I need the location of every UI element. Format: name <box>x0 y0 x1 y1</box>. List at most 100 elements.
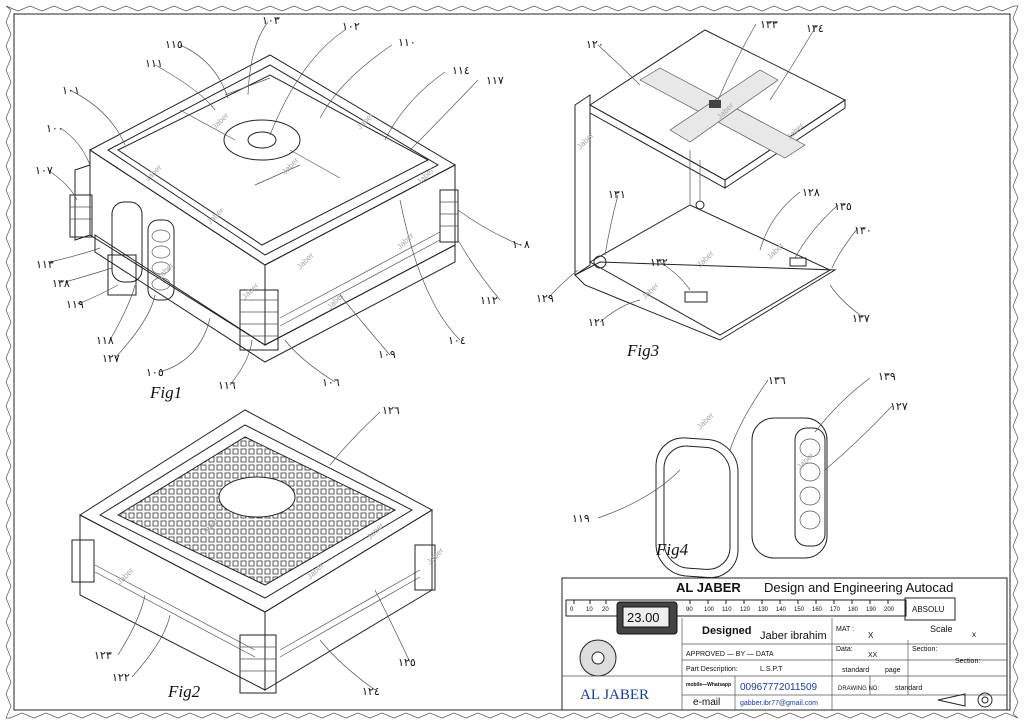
fig2-ref-label: ١٢٥ <box>398 656 416 669</box>
fig3-ref-label: ١٢٩ <box>536 292 554 305</box>
fig1-ref-label: ١١٢ <box>480 294 498 307</box>
fig3-ref-label: ١٣٧ <box>852 312 870 325</box>
fig1-ref-label: ١٠٦ <box>322 376 340 389</box>
fig3-ref-label: ١٣١ <box>608 188 626 201</box>
caliper-tick-label: 180 <box>848 607 859 613</box>
tb-designer-name: Jaber ibrahim <box>760 630 827 642</box>
watermark-text: Jaber <box>355 111 376 132</box>
fig1-ref-label: ١١٧ <box>486 74 504 87</box>
fig1-ref-label: ١٠٥ <box>146 366 164 379</box>
caliper-tick-label: 190 <box>866 607 877 613</box>
caliper-tick-label: 130 <box>758 607 769 613</box>
fig1-ref-label: ١٠٧ <box>35 164 53 177</box>
watermark-text: Jaber <box>240 281 261 302</box>
fig3-ref-label: ١٣٢ <box>650 256 668 269</box>
title-block: AL JABER Design and Engineering Autocad … <box>561 577 1008 711</box>
tb-data-label: Data: <box>836 646 853 653</box>
tb-company-title: AL JABER <box>676 580 741 595</box>
watermark-text: Jaber <box>575 131 596 152</box>
fig1-caption: Fig1 <box>149 383 182 402</box>
caliper-tick-label: 110 <box>722 607 732 613</box>
fig2-ref-label: ١٢٣ <box>94 649 112 662</box>
watermark-text: Jaber <box>210 111 231 132</box>
fig3-ref-label: ١٢٠ <box>586 38 604 51</box>
caliper-tick-label: 90 <box>686 607 693 613</box>
caliper-display: 23.00 <box>627 610 660 625</box>
tb-mobile-value: 00967772011509 <box>740 682 818 693</box>
tb-email-label: e-mail <box>693 697 720 708</box>
leader-lines <box>47 21 893 691</box>
inner-frame <box>13 13 1011 711</box>
fig3-ref-label: ١٣٤ <box>806 22 824 35</box>
caliper-tick-label: 100 <box>704 607 715 613</box>
fig3-caption: Fig3 <box>626 341 659 360</box>
caliper-brand: ABSOLU <box>912 605 945 614</box>
tb-part-desc-label: Part Description: <box>686 666 738 673</box>
watermark-text: Jaber <box>155 261 176 282</box>
fig4-ref-label: ١٢٧ <box>890 400 908 413</box>
tb-title-rest: Design and Engineering Autocad <box>764 580 953 595</box>
fig1-ref-label: ١١٦ <box>218 379 236 392</box>
tb-section-label: Section: <box>912 646 937 653</box>
tb-drawing-no-label: DRAWING NO: <box>838 686 879 692</box>
fig2-ref-label: ١٢٢ <box>112 671 130 684</box>
fig1-ref-label: ١١٠ <box>398 36 416 49</box>
watermark-text: Jaber <box>295 251 316 272</box>
tb-standard-label: standard <box>842 667 869 674</box>
fig1-drawing <box>69 54 459 363</box>
watermark-text: Jaber <box>765 241 786 262</box>
fig2-ref-label: ١٢٤ <box>362 685 380 698</box>
fig1-ref-label: ١١٨ <box>96 334 114 347</box>
fig4-ref-label: ١٣٩ <box>878 370 896 383</box>
fig2-drawing <box>71 409 436 694</box>
fig1-ref-label: ١٠٢ <box>342 20 360 33</box>
watermark-text: Jaber <box>695 411 716 432</box>
fig3-ref-label: ١٣٣ <box>760 18 778 31</box>
fig1-ref-label: ١٠٠ <box>46 122 64 135</box>
watermark-text: Jaber <box>415 166 436 187</box>
caliper-tick-label: 20 <box>602 607 609 613</box>
caliper-tick-label: 10 <box>586 607 593 613</box>
tb-data-value: XX <box>868 652 878 659</box>
fig1-ref-label: ١١٩ <box>66 298 84 311</box>
watermark-text: Jaber <box>795 451 816 472</box>
tb-email-value: gabber.ibr77@gmail.com <box>740 700 818 707</box>
fig4-ref-label: ١١٩ <box>572 512 590 525</box>
tb-drawing-no-value: standard <box>895 685 922 692</box>
fig3-drawing <box>574 29 846 341</box>
tb-logo-text: AL JABER <box>580 687 649 703</box>
fig1-ref-label: ١١١ <box>145 57 163 70</box>
caliper-tick-label: 0 <box>570 607 574 613</box>
fig2-caption: Fig2 <box>167 682 201 701</box>
tb-scale-value: x <box>972 630 976 639</box>
fig4-caption: Fig4 <box>655 540 689 559</box>
tb-scale-label: Scale <box>930 624 953 634</box>
caliper-tick-label: 160 <box>812 607 823 613</box>
watermark-text: Jaber <box>785 121 806 142</box>
tb-part-desc-value: L.S.P.T <box>760 666 783 673</box>
watermark-text: Jaber <box>395 231 416 252</box>
caliper-tick-label: 120 <box>740 607 751 613</box>
fig1-ref-label: ١٢٧ <box>102 352 120 365</box>
tb-mobile-label: mobile—Whatsapp <box>686 682 731 688</box>
caliper-tick-label: 150 <box>794 607 805 613</box>
zigzag-border <box>5 5 1019 719</box>
tb-page-label: page <box>885 667 901 674</box>
caliper-tick-label: 140 <box>776 607 787 613</box>
fig1-ref-label: ١١٤ <box>452 64 470 77</box>
fig1-ref-label: ١٠٩ <box>378 348 396 361</box>
tb-designed-label: Designed <box>702 625 752 637</box>
watermark-text: Jaber <box>640 281 661 302</box>
fig1-ref-label: ١٠١ <box>62 84 80 97</box>
fig1-ref-label: ١٠٨ <box>512 238 530 251</box>
tb-approved: APPROVED — BY — DATA <box>686 651 774 658</box>
fig1-ref-label: ١١٣ <box>36 258 54 271</box>
fig3-ref-label: ١٣٠ <box>854 224 872 237</box>
fig2-ref-label: ١٢٦ <box>382 404 400 417</box>
fig3-ref-label: ١٢١ <box>588 316 606 329</box>
caliper-tick-label: 170 <box>830 607 841 613</box>
fig4-ref-label: ١٣٦ <box>768 374 786 387</box>
